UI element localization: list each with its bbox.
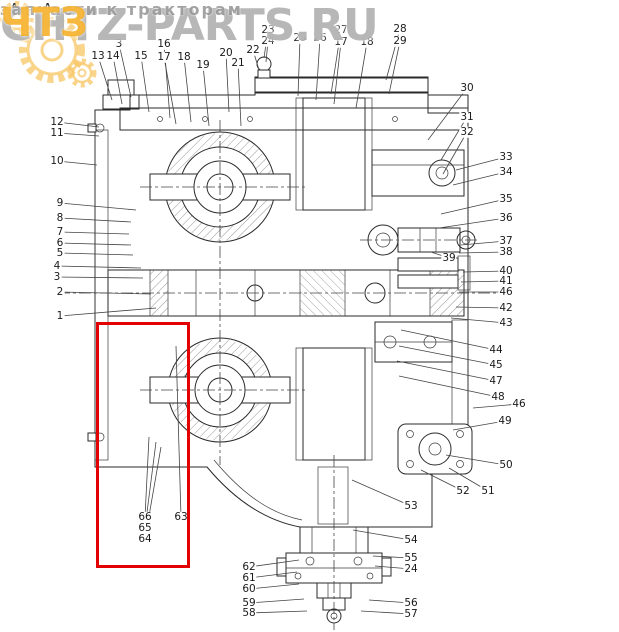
callout-35: 35 — [498, 192, 514, 205]
callout-13: 13 — [90, 49, 106, 62]
right-cylinder — [371, 94, 469, 197]
right-flange — [397, 423, 473, 475]
callout-1: 1 — [55, 309, 65, 322]
callout-29: 29 — [392, 34, 408, 47]
brand-watermark: CHTZ-PARTS.RU — [0, 0, 379, 51]
callout-19: 19 — [195, 58, 211, 71]
callout-4: 4 — [52, 259, 62, 272]
callout-53: 53 — [403, 499, 419, 512]
callout-41: 41 — [498, 274, 514, 287]
callout-60: 60 — [241, 582, 257, 595]
callout-39: 39 — [441, 251, 457, 264]
callout-58: 58 — [241, 606, 257, 619]
callout-59: 59 — [241, 596, 257, 609]
callout-38: 38 — [498, 245, 514, 258]
callout-42: 42 — [498, 301, 514, 314]
callout-26: 26 — [312, 31, 328, 44]
callout-24: 24 — [260, 34, 276, 47]
callout-45: 45 — [488, 358, 504, 371]
highlight-box — [96, 322, 190, 568]
callout-32: 32 — [459, 125, 475, 138]
callout-20: 20 — [218, 46, 234, 59]
brand-watermark-subtitle: запчасти к тракторам — [0, 0, 243, 19]
callout-48: 48 — [490, 390, 506, 403]
callout-43: 43 — [498, 316, 514, 329]
centerlines — [58, 120, 505, 630]
callout-22: 22 — [245, 43, 261, 56]
callout-15: 15 — [133, 49, 149, 62]
callout-55: 55 — [403, 551, 419, 564]
callout-34: 34 — [498, 165, 514, 178]
section-title: A - A — [9, 0, 55, 18]
callout-7: 7 — [55, 225, 65, 238]
callout-5: 5 — [55, 246, 65, 259]
callout-11: 11 — [49, 126, 65, 139]
valve-block — [374, 255, 471, 431]
callout-57: 57 — [403, 607, 419, 620]
callout-24: 24 — [403, 562, 419, 575]
callout-33: 33 — [498, 150, 514, 163]
callout-50: 50 — [498, 458, 514, 471]
callout-17: 17 — [333, 35, 349, 48]
callout-36: 36 — [498, 211, 514, 224]
callout-30: 30 — [459, 81, 475, 94]
callout-25: 25 — [292, 31, 308, 44]
callout-3: 3 — [114, 37, 124, 50]
callout-21: 21 — [230, 56, 246, 69]
callout-52: 52 — [455, 484, 471, 497]
callout-54: 54 — [403, 533, 419, 546]
callout-51: 51 — [480, 484, 496, 497]
callout-10: 10 — [49, 154, 65, 167]
breather-fitting — [256, 56, 272, 79]
callout-8: 8 — [55, 211, 65, 224]
callout-61: 61 — [241, 571, 257, 584]
callout-56: 56 — [403, 596, 419, 609]
callout-63: 63 — [173, 510, 189, 523]
callout-23: 23 — [260, 23, 276, 36]
callout-46: 46 — [498, 285, 514, 298]
callout-40: 40 — [498, 264, 514, 277]
callout-47: 47 — [488, 374, 504, 387]
callout-6: 6 — [55, 236, 65, 249]
callout-28: 28 — [392, 22, 408, 35]
callout-64: 64 — [137, 532, 153, 545]
callout-12: 12 — [49, 115, 65, 128]
callout-44: 44 — [488, 343, 504, 356]
callout-37: 37 — [498, 234, 514, 247]
gears-watermark-icon — [0, 0, 100, 99]
callout-49: 49 — [497, 414, 513, 427]
brand-watermark-accent: ЧТЗ — [0, 0, 89, 46]
callout-18: 18 — [176, 50, 192, 63]
callout-46: 46 — [511, 397, 527, 410]
top-rail — [254, 77, 429, 94]
callout-3: 3 — [52, 270, 62, 283]
callout-2: 2 — [55, 285, 65, 298]
callout-16: 16 — [156, 37, 172, 50]
callout-18: 18 — [359, 35, 375, 48]
callout-65: 65 — [137, 521, 153, 534]
callout-66: 66 — [137, 510, 153, 523]
callout-17: 17 — [156, 50, 172, 63]
callout-14: 14 — [105, 49, 121, 62]
callout-31: 31 — [459, 110, 475, 123]
callout-9: 9 — [55, 196, 65, 209]
callout-27: 27 — [333, 23, 349, 36]
callout-62: 62 — [241, 560, 257, 573]
